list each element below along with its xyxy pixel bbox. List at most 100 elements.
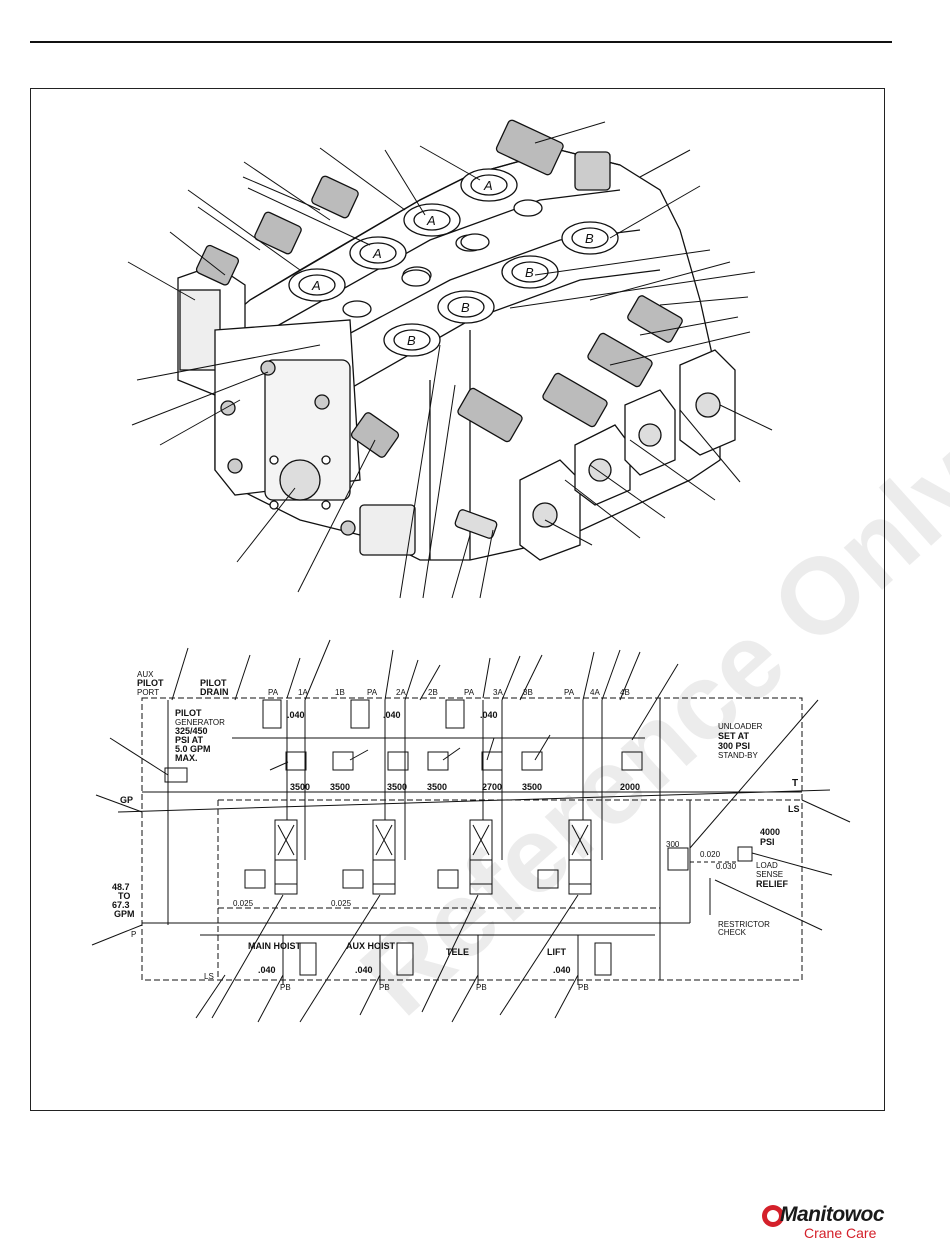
pilot-generator-label-4: PSI AT <box>175 735 204 745</box>
port-cap-a-1: A <box>288 268 346 302</box>
ls-relief-label-2: PSI <box>760 837 775 847</box>
svg-text:B: B <box>461 300 470 315</box>
restrictor-check-label-1: RESTRICTOR <box>718 920 770 929</box>
section-name-tele: TELE <box>446 947 469 957</box>
ls-label-right: LS <box>788 804 800 814</box>
pb-label-2: PB <box>379 983 390 992</box>
pilot-generator-label-2: GENERATOR <box>175 718 225 727</box>
svg-text:A: A <box>483 178 493 193</box>
ls-relief-label-1: 4000 <box>760 827 780 837</box>
port-label-2b: 2B <box>428 688 438 697</box>
top-rule <box>30 41 892 43</box>
pilot-generator-label-5: 5.0 GPM <box>175 744 211 754</box>
relief-label-4: 3500 <box>427 782 447 792</box>
relief-label-7: 2000 <box>620 782 640 792</box>
orifice-label-top-2: .040 <box>383 710 401 720</box>
unloader-value-label: 300 <box>666 840 680 849</box>
port-label-1a: 1A <box>298 688 308 697</box>
ls-label-bottom: LS <box>204 972 214 981</box>
logo-wordmark: Manitowoc <box>780 1203 885 1226</box>
port-cap-a-3: A <box>403 203 461 237</box>
port-label-4a: 4A <box>590 688 600 697</box>
section-name-aux-hoist: AUX HOIST <box>346 941 396 951</box>
logo-subtitle: Crane Care <box>804 1225 877 1241</box>
relief-label-6: 3500 <box>522 782 542 792</box>
svg-text:A: A <box>426 213 436 228</box>
section-3 <box>427 699 543 985</box>
svg-text:A: A <box>372 246 382 261</box>
port-cap-b-3: B <box>501 255 559 289</box>
orifice-label-bottom-3: .040 <box>553 965 571 975</box>
p-label: P <box>131 930 136 939</box>
port-label-pa-2: PA <box>367 688 378 697</box>
port-label-pa-1: PA <box>268 688 279 697</box>
gp-t-line <box>117 789 831 813</box>
flow-label-2: TO <box>118 891 130 901</box>
port-cap-a-2: A <box>349 236 407 270</box>
small-orifice-label-1: 0.025 <box>233 899 254 908</box>
section-1 <box>244 699 317 985</box>
section-name-lift: LIFT <box>547 947 566 957</box>
unloader-label-2: SET AT <box>718 731 750 741</box>
unloader-label-4: STAND-BY <box>718 751 759 760</box>
relief-label-1: 3500 <box>290 782 310 792</box>
relief-label-3: 3500 <box>387 782 407 792</box>
pilot-generator-label-1: PILOT <box>175 708 202 718</box>
pb-label-4: PB <box>578 983 589 992</box>
port-cap-b-1: B <box>383 323 441 357</box>
figure-frame <box>30 88 885 1111</box>
port-cap-b-4: B <box>561 221 619 255</box>
pilot-generator-label-6: MAX. <box>175 753 198 763</box>
hydraulic-schematic <box>91 639 851 1023</box>
flow-label-3: 67.3 <box>112 900 130 910</box>
port-label-3b: 3B <box>523 688 533 697</box>
port-caps: A A A A B B B B <box>288 168 619 357</box>
port-label-4b: 4B <box>620 688 630 697</box>
aux-pilot-port-label-2: PILOT <box>137 678 164 688</box>
relief-label-2: 3500 <box>330 782 350 792</box>
svg-text:A: A <box>311 278 321 293</box>
orifice-label-bottom-2: .040 <box>355 965 373 975</box>
orifice-030-label: 0.030 <box>716 862 737 871</box>
orifice-label-bottom-1: .040 <box>258 965 276 975</box>
illustration-leader-lines <box>127 121 773 599</box>
port-label-1b: 1B <box>335 688 345 697</box>
ls-relief-label-5: RELIEF <box>756 879 789 889</box>
pilot-drain-label-1: PILOT <box>200 678 227 688</box>
port-cap-b-2: B <box>437 290 495 324</box>
unloader-label-3: 300 PSI <box>718 741 750 751</box>
aux-pilot-port-label-1: AUX <box>137 670 154 679</box>
svg-text:B: B <box>407 333 416 348</box>
ls-relief-label-4: SENSE <box>756 870 783 879</box>
restrictor-check-label-2: CHECK <box>718 928 747 937</box>
unloader-label-1: UNLOADER <box>718 722 763 731</box>
orifice-label-top-3: .040 <box>480 710 498 720</box>
svg-text:B: B <box>585 231 594 246</box>
schematic-labels: AUX PILOT PORT PILOT DRAIN PILOT GENERAT… <box>112 670 800 992</box>
port-label-3a: 3A <box>493 688 503 697</box>
t-label: T <box>792 778 798 789</box>
port-label-2a: 2A <box>396 688 406 697</box>
flow-label-4: GPM <box>114 909 135 919</box>
relief-label-5: 2700 <box>482 782 502 792</box>
small-orifice-label-2: 0.025 <box>331 899 352 908</box>
port-label-pa-3: PA <box>464 688 475 697</box>
svg-text:B: B <box>525 265 534 280</box>
section-name-main-hoist: MAIN HOIST <box>248 941 302 951</box>
pilot-drain-label-2: DRAIN <box>200 687 229 697</box>
port-label-pa-4: PA <box>564 688 575 697</box>
ls-relief-label-3: LOAD <box>756 861 778 870</box>
logo-mark-icon <box>762 1205 784 1227</box>
gp-label: GP <box>120 795 133 805</box>
section-2 <box>332 699 414 985</box>
aux-pilot-port-label-3: PORT <box>137 688 159 697</box>
orifice-020-label: 0.020 <box>700 850 721 859</box>
manitowoc-logo: Manitowoc Crane Care <box>762 1203 888 1243</box>
orifice-label-top-1: .040 <box>287 710 305 720</box>
pb-label-3: PB <box>476 983 487 992</box>
pilot-generator-label-3: 325/450 <box>175 726 208 736</box>
pb-label-1: PB <box>280 983 291 992</box>
flow-label-1: 48.7 <box>112 882 130 892</box>
section-4 <box>537 700 643 985</box>
